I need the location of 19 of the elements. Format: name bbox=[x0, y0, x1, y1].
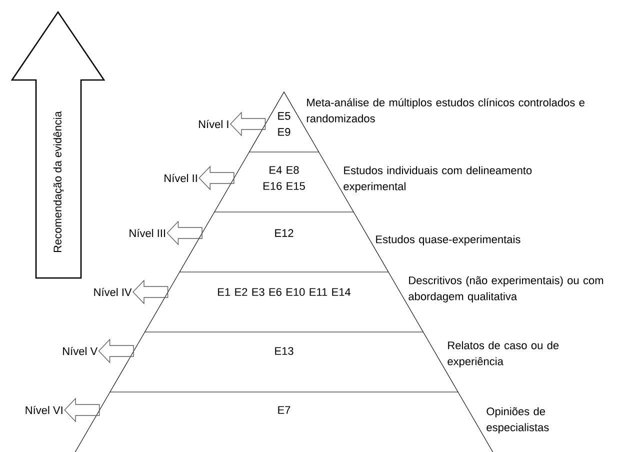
level-label: Nível III bbox=[130, 228, 165, 238]
level-description: Estudos quase-experimentais bbox=[376, 235, 520, 246]
hollow-arrow bbox=[132, 280, 168, 304]
hollow-arrow bbox=[166, 220, 202, 246]
level-description: Opiniões de especialistas bbox=[486, 407, 549, 434]
level-label: Nível II bbox=[164, 174, 197, 182]
hollow-arrow bbox=[198, 166, 234, 190]
arrow-label: Recomendação da evidência bbox=[53, 111, 64, 252]
level-label: Nível V bbox=[63, 346, 98, 356]
level-description: Relatos de caso ou de experiência bbox=[448, 341, 559, 368]
hollow-arrow bbox=[64, 398, 100, 422]
level-label: Nível I bbox=[198, 120, 228, 128]
level-description: Meta-análise de múltiplos estudos clínicos controlados e randomizados bbox=[306, 98, 584, 122]
level-description: Estudos individuais com delineamento experimental bbox=[344, 166, 532, 192]
level-description: Descritivos (não experimentais) ou com abordagem qualitativa bbox=[408, 276, 604, 302]
hollow-arrow bbox=[98, 338, 134, 364]
hollow-arrow bbox=[230, 112, 266, 136]
level-label: Nível IV bbox=[94, 288, 132, 296]
level-label: Nível VI bbox=[26, 406, 62, 414]
